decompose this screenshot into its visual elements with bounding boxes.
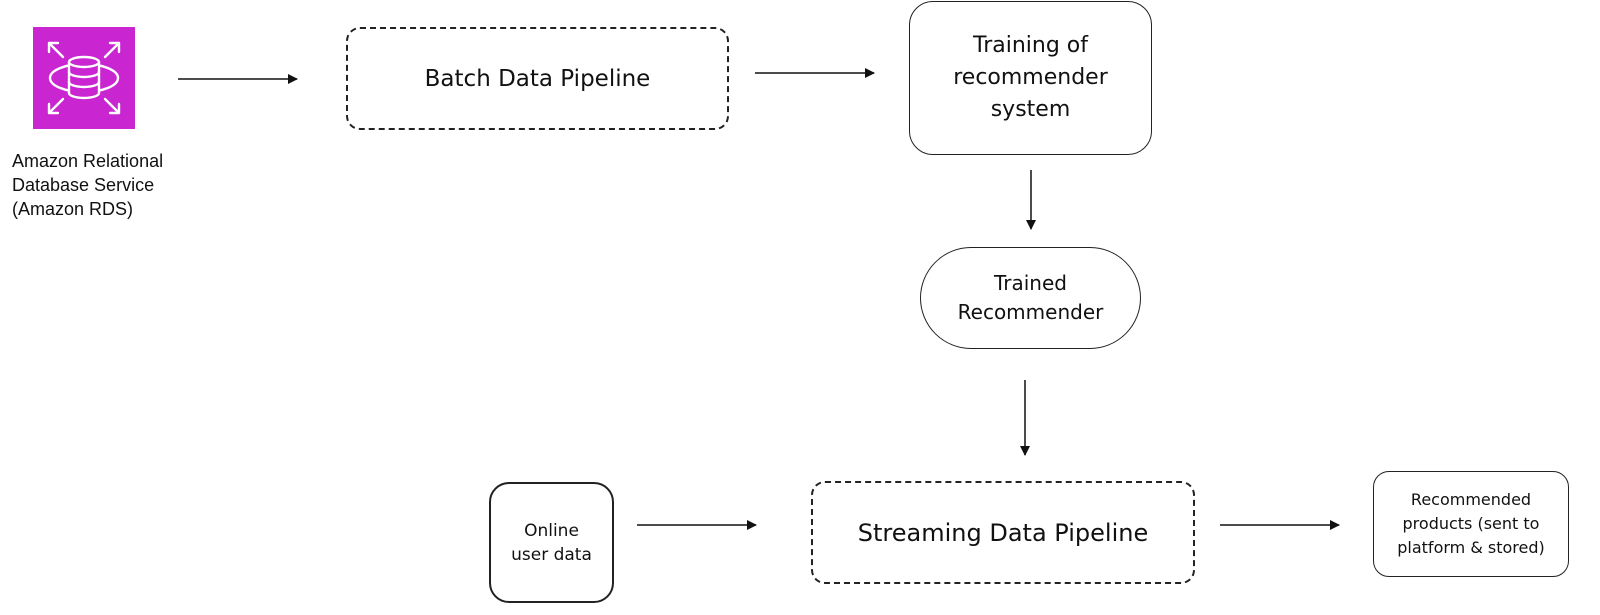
amazon-rds-icon — [33, 27, 135, 129]
online-user-data-node: Online user data — [489, 482, 614, 603]
trained-recommender-label: Trained Recommender — [957, 271, 1104, 324]
trained-recommender-node: Trained Recommender — [920, 247, 1141, 349]
recommended-products-label: Recommended products (sent to platform &… — [1397, 490, 1545, 557]
streaming-data-pipeline-node: Streaming Data Pipeline — [811, 481, 1195, 584]
rds-label: Amazon Relational Database Service (Amaz… — [12, 151, 164, 219]
batch-data-pipeline-label: Batch Data Pipeline — [424, 65, 651, 92]
online-user-data-label: Online user data — [511, 520, 592, 565]
training-label: Training of recommender system — [953, 33, 1108, 122]
batch-data-pipeline-node: Batch Data Pipeline — [346, 27, 729, 130]
training-node: Training of recommender system — [909, 1, 1152, 155]
recommended-products-node: Recommended products (sent to platform &… — [1373, 471, 1569, 577]
streaming-data-pipeline-label: Streaming Data Pipeline — [857, 518, 1149, 547]
